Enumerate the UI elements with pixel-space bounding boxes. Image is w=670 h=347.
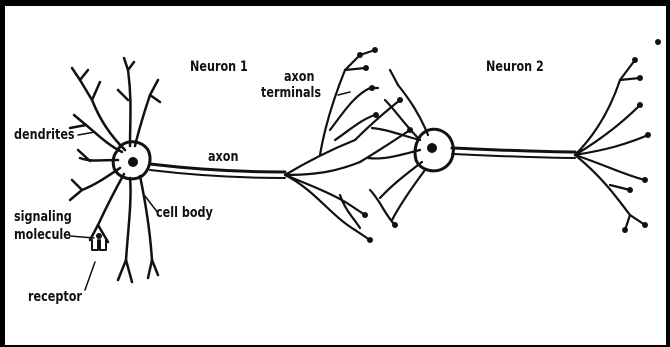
dendrites-label: dendrites: [14, 128, 75, 143]
signaling-molecule-label-line1: signaling: [14, 210, 72, 225]
axon-terminals-label-line2: terminals: [261, 86, 321, 101]
cell-body-label: cell body: [156, 206, 213, 221]
neuron2-axon: [452, 148, 575, 152]
axon-label: axon: [208, 150, 238, 165]
neuron2-axon-terminals: [575, 60, 648, 230]
neuron1-label: Neuron 1: [190, 60, 248, 75]
receptor-label: receptor: [28, 290, 82, 305]
signaling-molecule-label-line2: molecule: [14, 228, 71, 243]
neuron2-nucleus: [427, 143, 437, 153]
neuron1-axon: [150, 164, 285, 172]
receptor-shape: [92, 240, 106, 250]
neuron1-nucleus: [128, 157, 138, 167]
signaling-molecule-dot: [96, 233, 102, 239]
axon-terminals-label-line1: axon: [284, 70, 314, 85]
neuron2-label: Neuron 2: [486, 60, 544, 75]
